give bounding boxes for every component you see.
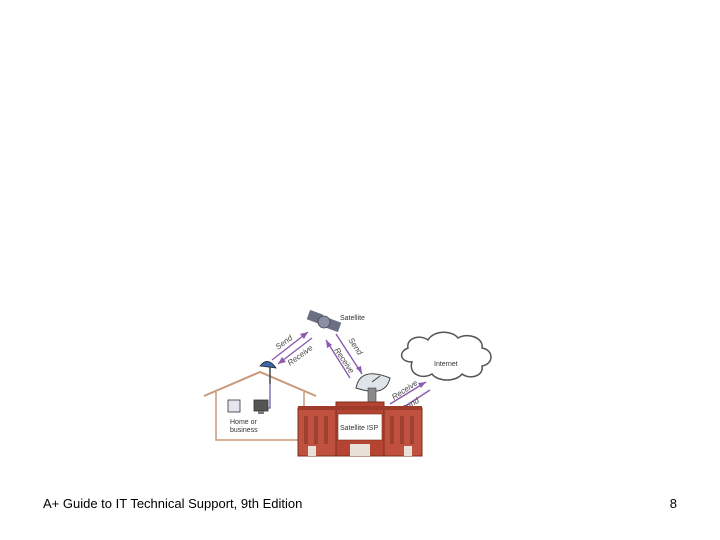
home-label-line1: Home or — [230, 419, 258, 426]
isp-dish-icon — [355, 373, 391, 407]
satellite-icon: Satellite — [306, 309, 365, 333]
phone-icon — [227, 399, 241, 413]
isp-label: Satellite ISP — [340, 425, 378, 432]
page-number: 8 — [669, 496, 677, 511]
home-dish-icon — [259, 361, 277, 409]
internet-label: Internet — [434, 361, 458, 368]
satellite-label: Satellite — [340, 315, 365, 322]
footer-title: A+ Guide to IT Technical Support, 9th Ed… — [43, 496, 303, 511]
home-label-line2: business — [230, 427, 258, 434]
satellite-internet-diagram: Internet Satellite Home or business Send… — [203, 309, 492, 457]
internet-cloud: Internet — [400, 331, 492, 381]
satellite-isp-arrows: Send Receive — [325, 333, 365, 379]
send-label-home: Send — [274, 333, 295, 352]
computer-icon — [253, 399, 269, 412]
isp-building: Satellite ISP — [297, 401, 423, 457]
home-satellite-arrows: Send Receive — [271, 331, 315, 368]
